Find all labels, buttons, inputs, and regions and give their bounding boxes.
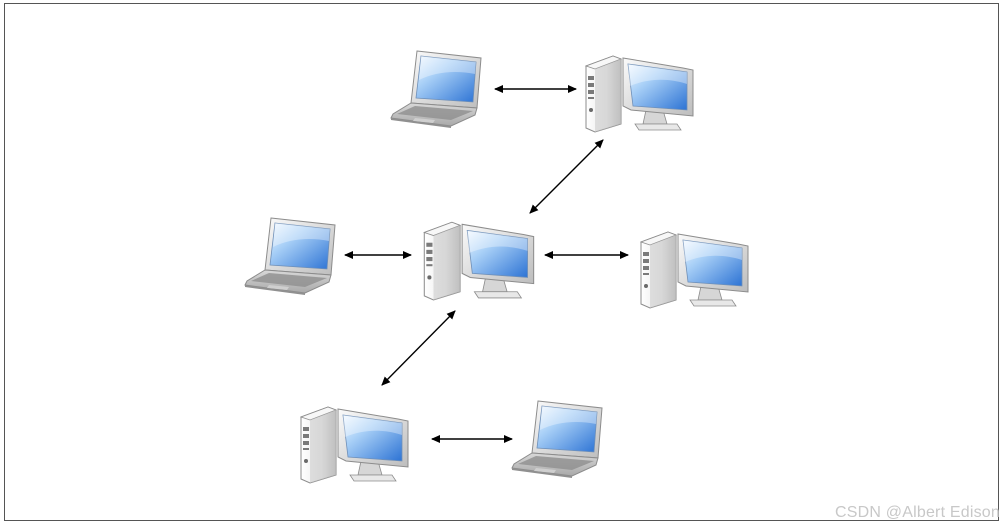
computer-nodes bbox=[244, 50, 749, 484]
desktop-center-desktop-computer-icon bbox=[423, 221, 535, 301]
arrow-center-bottom-desktop bbox=[381, 310, 456, 386]
desktop-top-right-desktop-computer-icon bbox=[585, 55, 694, 133]
watermark: CSDN @Albert Edison bbox=[835, 504, 1000, 521]
laptop-top-left-laptop-icon bbox=[390, 50, 482, 128]
laptop-bottom-right-laptop-icon bbox=[511, 400, 603, 478]
desktop-bottom-left-desktop-computer-icon bbox=[300, 406, 409, 484]
diagram-frame bbox=[4, 3, 999, 521]
laptop-middle-left-laptop-icon bbox=[244, 217, 336, 295]
arrow-top-desktop-center bbox=[529, 139, 604, 214]
desktop-middle-right-desktop-computer-icon bbox=[640, 231, 749, 309]
connection-arrows bbox=[344, 85, 629, 443]
